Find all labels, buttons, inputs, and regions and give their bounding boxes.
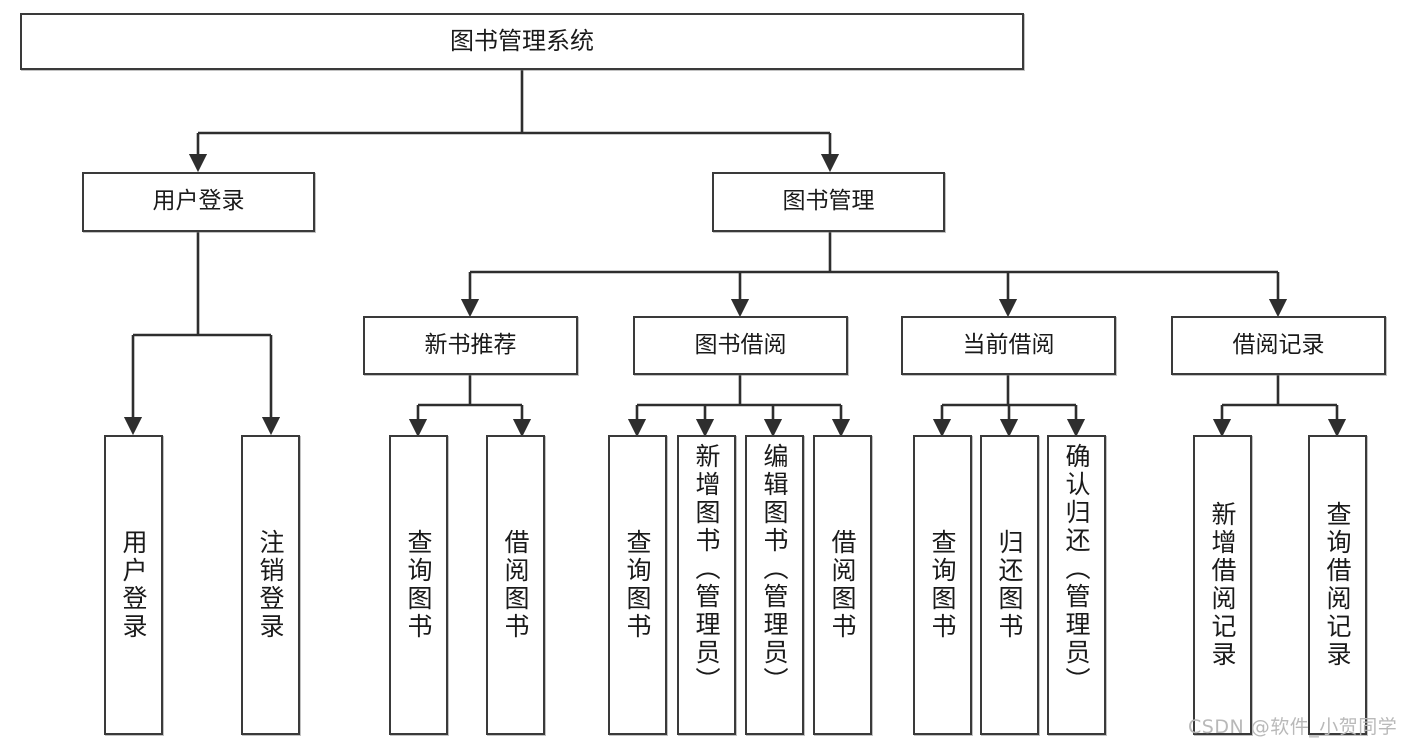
csdn-watermark: CSDN @软件_小贺同学 (1188, 716, 1398, 738)
node-root-system[interactable]: 图书管理系统 (20, 13, 1024, 70)
node-user-login[interactable]: 用户登录 (82, 172, 315, 232)
node-label: 借阅记录 (1232, 331, 1325, 358)
node-label: 查询图书 (404, 529, 433, 641)
leaf-borrow-book[interactable]: 借阅图书 (813, 435, 872, 735)
leaf-borrow-book-recommend[interactable]: 借阅图书 (486, 435, 545, 735)
node-label: 图书管理系统 (450, 27, 594, 56)
node-label: 用户登录 (152, 188, 245, 215)
node-label: 新书推荐 (424, 331, 517, 358)
leaf-user-login[interactable]: 用户登录 (104, 435, 163, 735)
node-label: 图书借阅 (694, 331, 787, 358)
leaf-query-book-recommend[interactable]: 查询图书 (389, 435, 448, 735)
node-label: 编辑图书（管理员） (760, 443, 789, 695)
node-borrow-records[interactable]: 借阅记录 (1171, 316, 1386, 375)
node-label: 新增图书（管理员） (692, 443, 721, 695)
leaf-edit-book-admin[interactable]: 编辑图书（管理员） (745, 435, 804, 735)
leaf-confirm-return-admin[interactable]: 确认归还（管理员） (1047, 435, 1106, 735)
node-label: 查询借阅记录 (1323, 501, 1352, 669)
node-label: 当前借阅 (962, 331, 1055, 358)
node-label: 查询图书 (928, 529, 957, 641)
node-current-borrow[interactable]: 当前借阅 (901, 316, 1116, 375)
node-label: 图书管理 (782, 188, 875, 215)
node-label: 新增借阅记录 (1208, 501, 1237, 669)
leaf-logout[interactable]: 注销登录 (241, 435, 300, 735)
leaf-query-book-current[interactable]: 查询图书 (913, 435, 972, 735)
node-label: 注销登录 (256, 529, 285, 641)
node-label: 借阅图书 (501, 529, 530, 641)
node-new-book-recommend[interactable]: 新书推荐 (363, 316, 578, 375)
leaf-add-borrow-record[interactable]: 新增借阅记录 (1193, 435, 1252, 735)
leaf-return-book[interactable]: 归还图书 (980, 435, 1039, 735)
node-label: 确认归还（管理员） (1062, 443, 1091, 695)
node-label: 查询图书 (623, 529, 652, 641)
node-book-management[interactable]: 图书管理 (712, 172, 945, 232)
node-label: 用户登录 (119, 529, 148, 641)
node-book-borrow[interactable]: 图书借阅 (633, 316, 848, 375)
node-label: 借阅图书 (828, 529, 857, 641)
leaf-add-book-admin[interactable]: 新增图书（管理员） (677, 435, 736, 735)
leaf-query-borrow-record[interactable]: 查询借阅记录 (1308, 435, 1367, 735)
node-label: 归还图书 (995, 529, 1024, 641)
leaf-query-book-borrow[interactable]: 查询图书 (608, 435, 667, 735)
